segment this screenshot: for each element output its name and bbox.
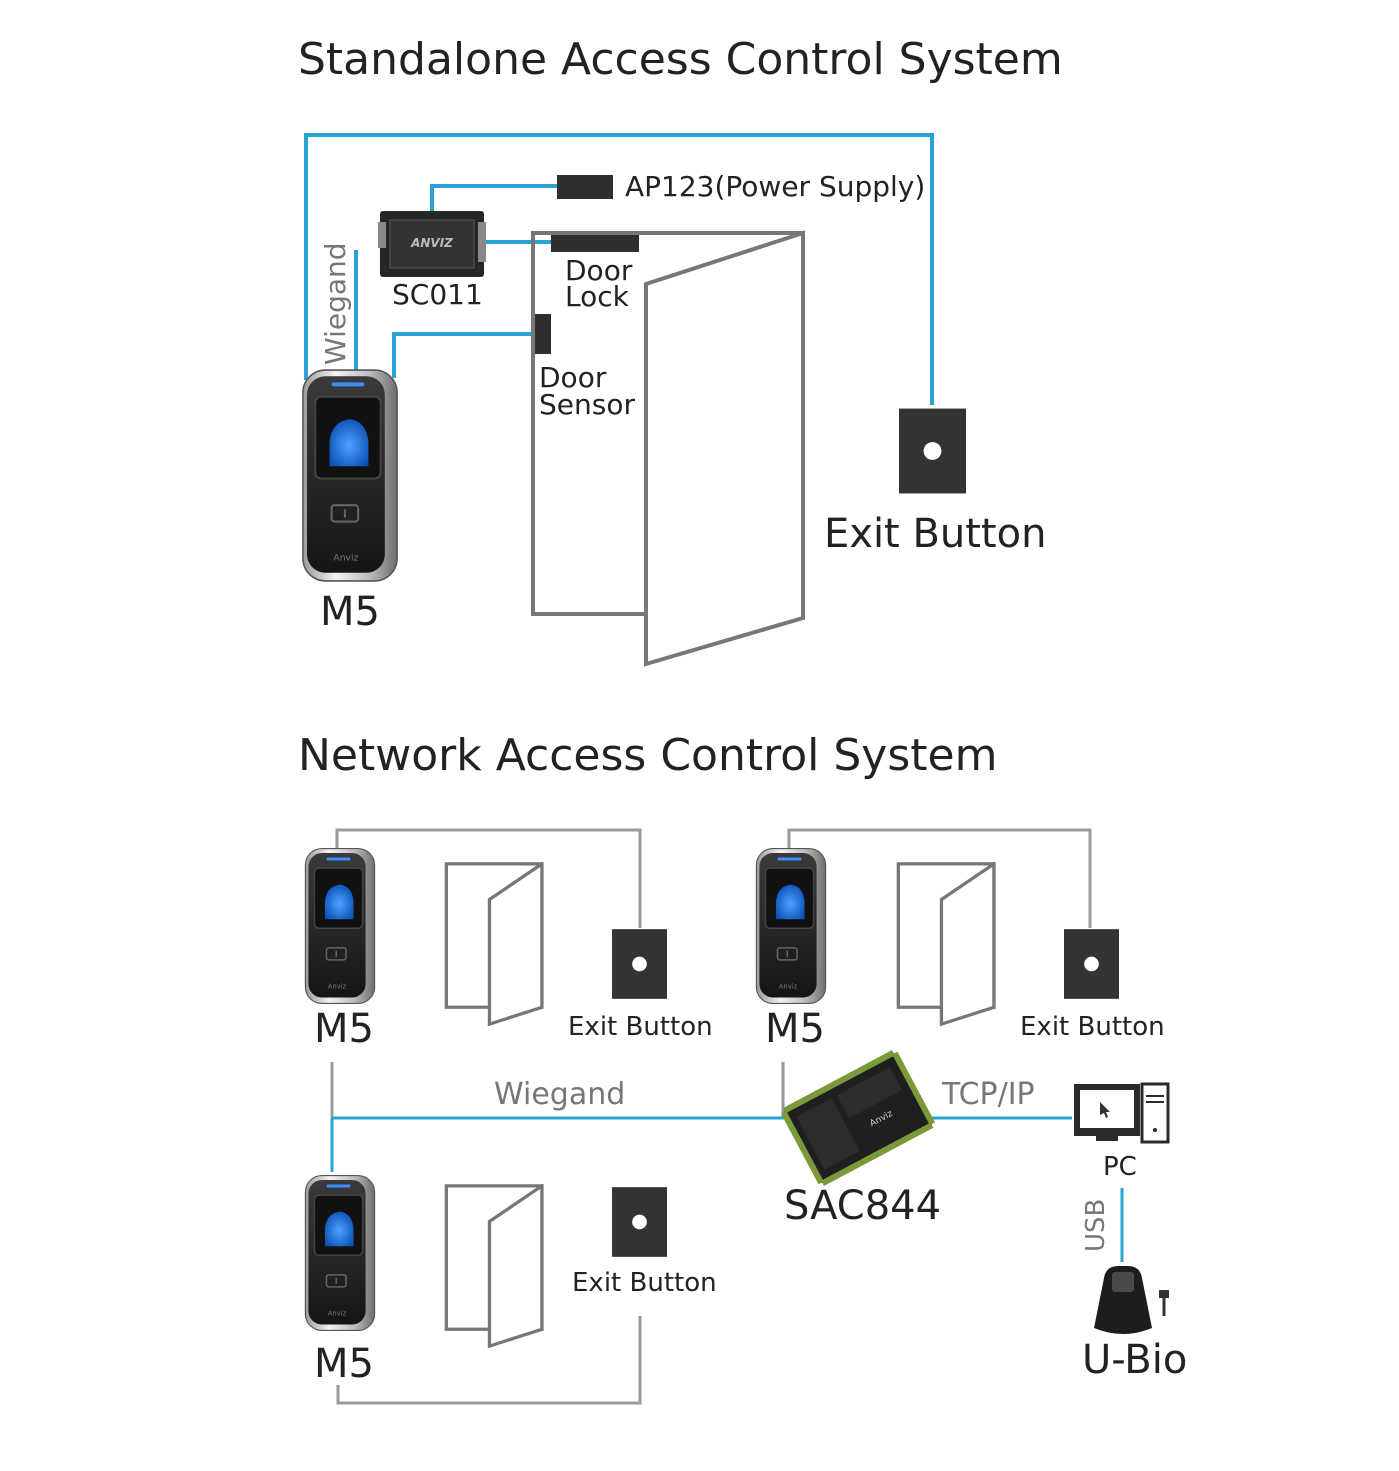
reader-3-label: M5 — [314, 1341, 374, 1387]
reader-label: M5 — [320, 589, 380, 635]
door-icon — [531, 230, 805, 667]
pc-icon — [1074, 1082, 1170, 1144]
door-sensor-label-line2: Sensor — [539, 388, 635, 421]
m5-reader-icon — [755, 847, 827, 1005]
door-icon — [444, 1184, 544, 1348]
network-blue-wires — [330, 1116, 1124, 1262]
wire-loop-2 — [787, 828, 1092, 928]
exit-button-label: Exit Button — [824, 511, 1047, 557]
tcpip-label: TCP/IP — [942, 1077, 1035, 1112]
controller-icon: Anviz — [780, 1050, 936, 1186]
standalone-wires — [304, 133, 934, 405]
usb-label: USB — [1081, 1198, 1111, 1252]
exit-button-1-label: Exit Button — [568, 1012, 713, 1042]
u-bio-label: U-Bio — [1082, 1337, 1188, 1383]
controller-brand: ANVIZ — [410, 236, 453, 250]
controller-label: SC011 — [392, 278, 483, 311]
m5-reader-icon — [304, 847, 376, 1005]
exit-button-icon — [612, 1187, 667, 1257]
door-lock-label-line2: Lock — [565, 280, 629, 313]
m5-reader-icon — [304, 1174, 376, 1332]
door-sensor-label-line1: Door — [539, 361, 607, 394]
exit-button-icon — [899, 408, 966, 494]
wire-reader-to-sensor — [392, 332, 534, 378]
exit-button-icon — [612, 929, 667, 999]
pc-label: PC — [1103, 1152, 1137, 1182]
controller-icon: ANVIZ — [378, 211, 486, 277]
standalone-title: Standalone Access Control System — [298, 34, 1063, 85]
door-icon — [444, 862, 544, 1026]
power-supply-label: AP123(Power Supply) — [625, 170, 926, 203]
network-title: Network Access Control System — [298, 730, 998, 781]
exit-button-3-label: Exit Button — [572, 1268, 717, 1298]
door-sensor-icon — [535, 314, 551, 354]
wire-reader-to-exit — [304, 133, 934, 405]
exit-button-icon — [1064, 929, 1119, 999]
u-bio-icon — [1094, 1266, 1169, 1334]
wiegand-bus-label: Wiegand — [494, 1077, 626, 1112]
reader-2-label: M5 — [765, 1006, 825, 1052]
wiegand-label: Wiegand — [319, 242, 352, 365]
reader-1-label: M5 — [314, 1006, 374, 1052]
wire-loop-3 — [336, 1316, 642, 1405]
door-icon — [896, 862, 996, 1026]
door-lock-label-line1: Door — [565, 254, 633, 287]
power-supply-icon — [557, 175, 613, 199]
controller-sac844-label: SAC844 — [784, 1183, 942, 1229]
wire-controller-to-power — [430, 184, 558, 212]
exit-button-2-label: Exit Button — [1020, 1012, 1165, 1042]
wire-loop-1 — [335, 828, 642, 928]
m5-reader-icon — [301, 369, 399, 582]
